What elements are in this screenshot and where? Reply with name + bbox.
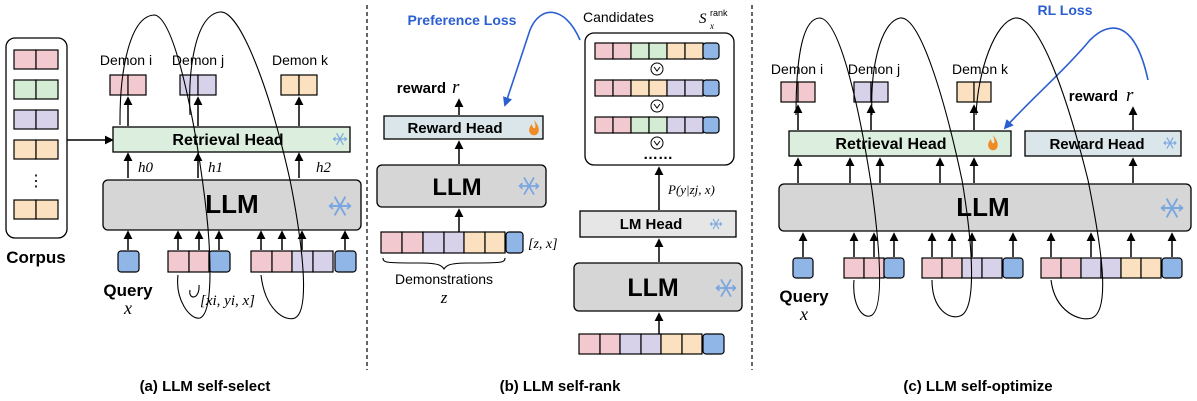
example-tokens-2-a <box>250 250 357 273</box>
demon-i-c-label: Demon i <box>771 61 823 77</box>
retrieval-head-a <box>112 126 351 153</box>
demo-brace <box>382 257 506 270</box>
panel-c: RL Loss Demon i Demon j Demon k reward r… <box>771 2 1192 324</box>
reward-head-b-label: Reward Head <box>407 120 502 137</box>
connector-curve <box>795 17 881 317</box>
candidate-row <box>594 79 720 97</box>
connector-curve <box>189 284 200 298</box>
example-tokens-1-a <box>167 250 231 273</box>
preference-loss-label: Preference Loss <box>408 12 517 28</box>
llm-b-right-label: LLM <box>627 274 678 302</box>
demon-j-a <box>179 74 217 96</box>
h0-label: h0 <box>138 160 154 176</box>
demon-j-c <box>853 81 889 103</box>
demon-k-c-label: Demon k <box>952 61 1009 77</box>
caption-a: (a) LLM self-select <box>140 378 271 395</box>
connector-curve <box>871 17 973 318</box>
probability-label: P(y|zj, x) <box>667 182 715 197</box>
demo-var: z <box>440 288 448 307</box>
example-tokens-1-c <box>843 257 905 279</box>
reward-head-b <box>383 115 544 140</box>
query-var-a: x <box>123 298 132 318</box>
demo-tokens-b <box>380 231 524 254</box>
demon-i-a <box>109 74 147 96</box>
demon-i-a-label: Demon i <box>100 52 152 68</box>
example-tokens-3-c <box>1040 257 1183 279</box>
demon-j-a-label: Demon j <box>172 52 224 68</box>
retrieval-head-c <box>788 130 1012 157</box>
reward-label-c: reward <box>1069 88 1118 105</box>
candidates-symbol: S <box>699 11 707 27</box>
candidate-row <box>594 116 720 134</box>
zx-label: [z, x] <box>528 237 558 252</box>
connector-curve <box>189 11 305 320</box>
input-tokens-b <box>578 333 725 355</box>
rl-loss-label: RL Loss <box>1038 2 1093 18</box>
llm-a-label: LLM <box>205 189 258 219</box>
h1-label: h1 <box>208 160 223 176</box>
query-var-c: x <box>799 304 808 324</box>
demonstrations-label: Demonstrations <box>395 271 493 287</box>
reward-label-b: reward <box>397 80 446 97</box>
preference-loss-arrow <box>503 11 581 107</box>
h2-label: h2 <box>316 160 332 176</box>
llm-b-left-label: LLM <box>432 174 481 201</box>
input-tuple-a: [xi, yi, x] <box>200 293 255 309</box>
candidates-dots: …… <box>643 146 673 163</box>
corpus-label: Corpus <box>6 248 66 267</box>
llm-c <box>778 183 1192 232</box>
lm-head-label: LM Head <box>620 216 683 233</box>
candidate-row <box>594 42 720 60</box>
candidates-label: Candidates <box>583 9 654 25</box>
caption-c: (c) LLM self-optimize <box>903 378 1052 395</box>
fire-icon <box>988 135 998 151</box>
retrieval-head-a-label: Retrieval Head <box>172 132 283 149</box>
query-token-a <box>117 250 140 273</box>
connector-curve <box>975 17 1104 320</box>
reward-var-c: r <box>1126 85 1134 106</box>
candidates-sub: x <box>709 21 714 31</box>
corpus-dots: ⋮ <box>28 173 44 190</box>
demon-k-a-label: Demon k <box>272 52 329 68</box>
reward-head-c <box>1024 130 1182 157</box>
panel-b: Preference Loss reward r Reward Head LLM… <box>376 8 743 355</box>
demon-k-c <box>956 81 992 103</box>
panel-a: ⋮ Corpus Retrieval Head LLM Demon i Demo… <box>5 11 362 320</box>
query-label-a: Query <box>103 281 153 300</box>
corpus-items <box>13 49 59 220</box>
retrieval-head-c-label: Retrieval Head <box>835 136 946 153</box>
rank-comparison-icons <box>650 62 664 150</box>
llm-b-left <box>376 164 547 208</box>
candidates-sup: rank <box>710 8 728 18</box>
reward-head-c-label: Reward Head <box>1049 136 1144 153</box>
query-token-c <box>792 257 814 279</box>
demon-k-a <box>280 74 318 96</box>
reward-var-b: r <box>452 77 460 98</box>
caption-b: (b) LLM self-rank <box>500 378 621 395</box>
example-tokens-2-c <box>921 257 1024 279</box>
demon-i-c <box>780 81 816 103</box>
llm-b-right <box>573 262 743 312</box>
query-label-c: Query <box>779 287 829 306</box>
connector-curve <box>119 14 211 319</box>
rl-loss-arrow <box>1003 27 1149 130</box>
fire-icon <box>529 120 539 136</box>
